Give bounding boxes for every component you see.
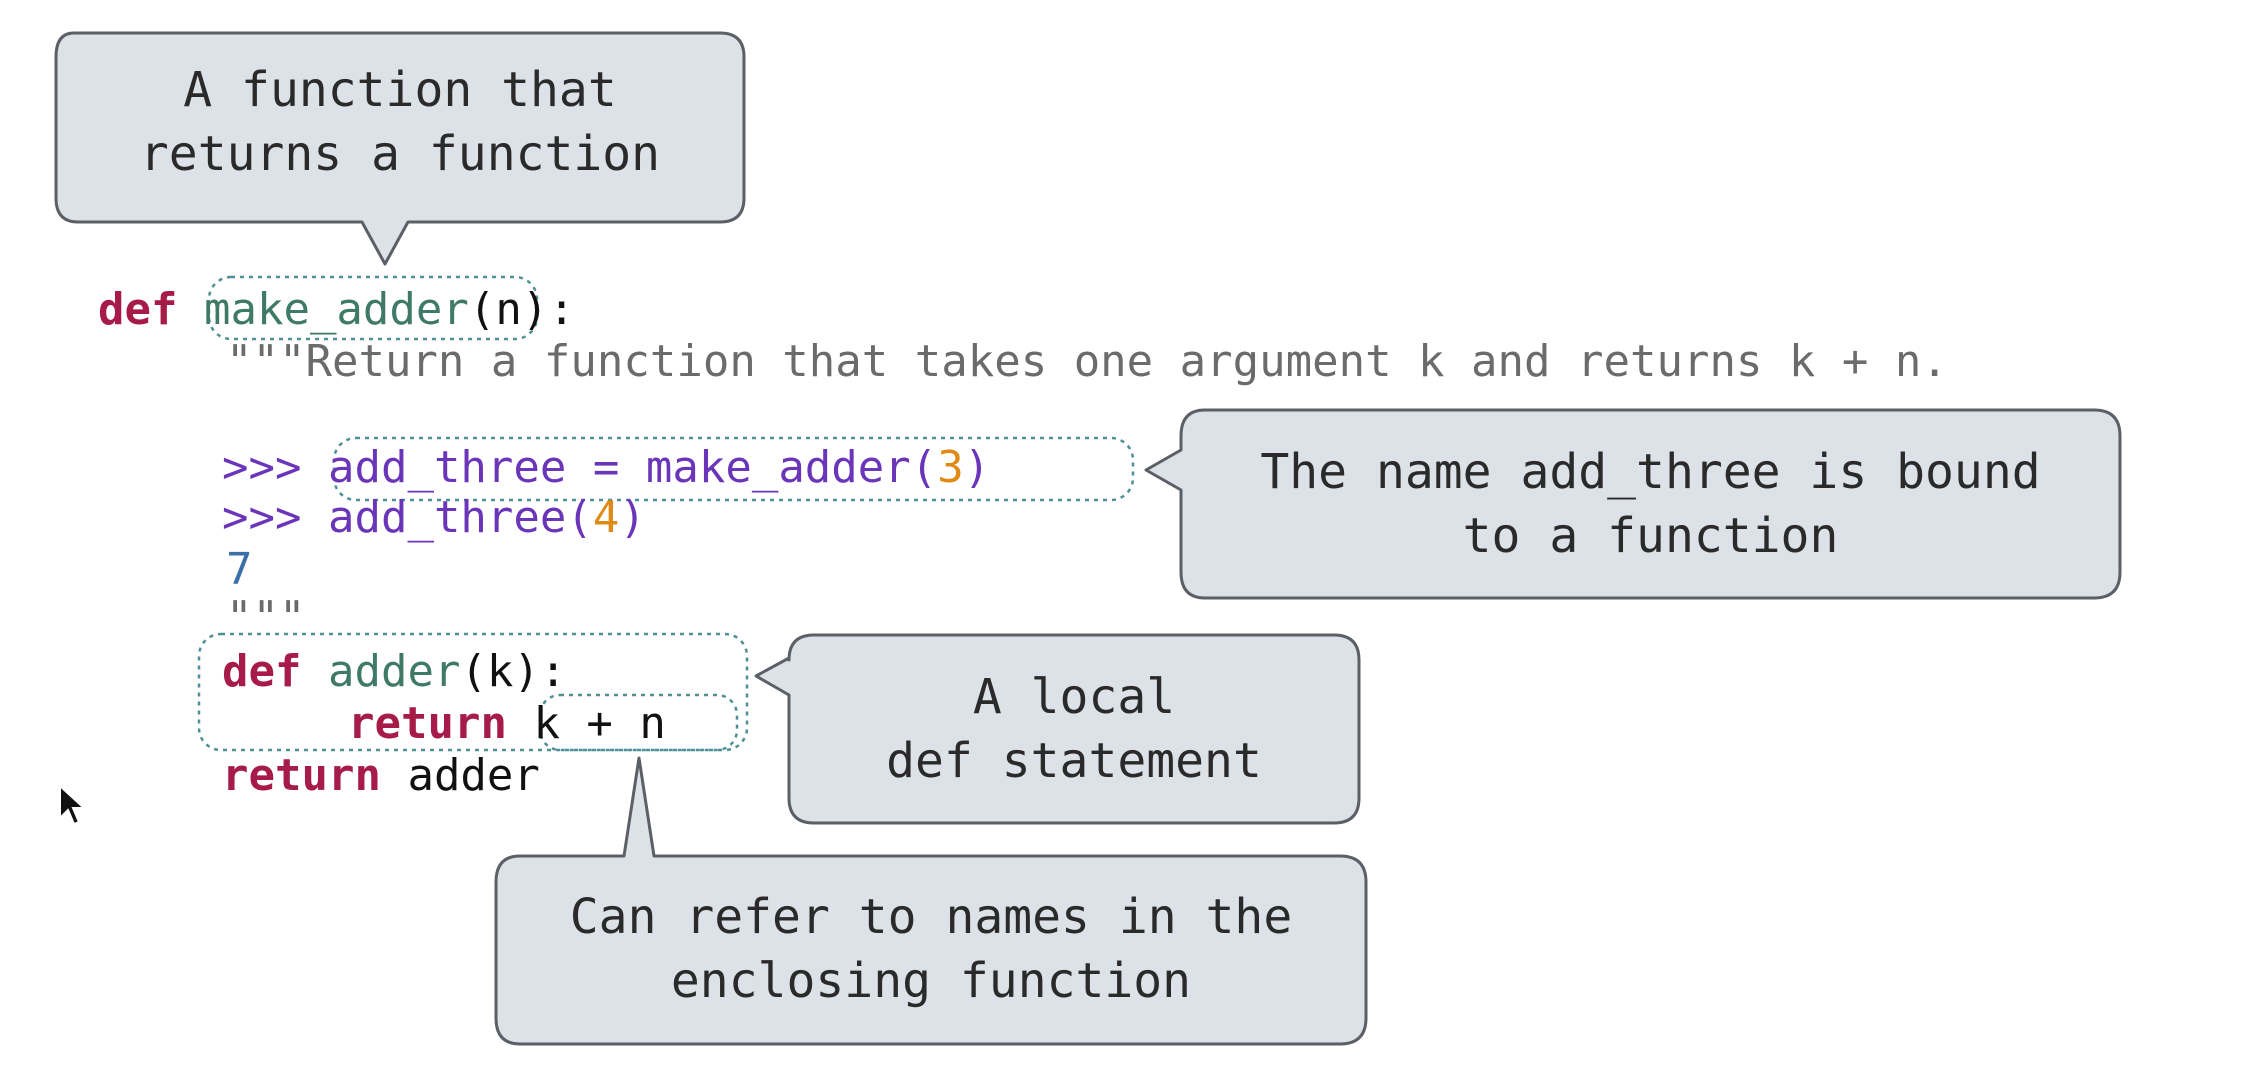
- mouse-pointer-icon: [59, 784, 87, 826]
- keyword-def: def: [222, 646, 302, 697]
- callout-local-text: A local def statement: [789, 665, 1359, 793]
- params-k: (k):: [460, 646, 567, 697]
- callout-bound-text-line: to a function: [1462, 508, 1839, 564]
- params-n: (n):: [468, 284, 575, 335]
- keyword-def: def: [98, 284, 178, 335]
- code-line-return-adder: return adder: [222, 750, 540, 802]
- callout-bubble-top: [54, 31, 746, 266]
- callout-bubble-local: [754, 633, 1361, 825]
- callout-bound-text-line: The name add_three is bound: [1260, 444, 2041, 500]
- callout-local-text-line: def statement: [886, 733, 1262, 789]
- docstring-end: """: [226, 592, 306, 643]
- callout-top-text: A function that returns a function: [56, 58, 744, 186]
- highlight-make-adder: [207, 275, 539, 341]
- doctest-expr: add_three = make_adder(: [327, 442, 938, 493]
- callout-top-text-line: A function that: [183, 62, 617, 118]
- code-line-output: 7: [226, 544, 253, 596]
- highlight-adder-def: [197, 632, 749, 752]
- callout-refer-text-line: enclosing function: [670, 953, 1192, 1009]
- function-name-adder: adder: [327, 646, 461, 697]
- code-line-def-adder: def adder(k):: [222, 646, 566, 698]
- code-line-doctest-call: >>> add_three(4): [222, 492, 646, 544]
- callout-local-text-line: A local: [972, 669, 1176, 725]
- code-line-doctest-assign: >>> add_three = make_adder(3): [222, 442, 990, 494]
- code-line-docstring: """Return a function that takes one argu…: [226, 336, 1948, 388]
- callout-refer-text-line: Can refer to names in the: [569, 889, 1293, 945]
- callout-bound-text: The name add_three is bound to a functio…: [1181, 440, 2120, 568]
- highlight-assignment: [332, 436, 1135, 502]
- code-line-def-make-adder: def make_adder(n):: [98, 284, 575, 336]
- doctest-expr-close: ): [963, 442, 991, 493]
- doctest-output: 7: [226, 544, 253, 595]
- return-expression: k + n: [533, 698, 666, 749]
- code-line-return-expr: return k + n: [348, 698, 666, 750]
- number-literal: 4: [592, 492, 620, 543]
- callout-refer-text: Can refer to names in the enclosing func…: [496, 885, 1366, 1013]
- callout-bubble-bound: [1144, 408, 2122, 600]
- keyword-return: return: [222, 750, 381, 801]
- return-value: adder: [407, 750, 540, 801]
- docstring-text: """Return a function that takes one argu…: [226, 336, 1948, 387]
- doctest-prompt: >>>: [222, 492, 302, 543]
- callout-bubble-refer: [494, 756, 1368, 1046]
- keyword-return: return: [348, 698, 507, 749]
- code-line-docstring-end: """: [226, 592, 305, 644]
- doctest-prompt: >>>: [222, 442, 302, 493]
- function-name-make-adder: make_adder: [203, 284, 469, 335]
- callout-top-text-line: returns a function: [139, 126, 661, 182]
- number-literal: 3: [937, 442, 964, 493]
- doctest-expr-close: ): [619, 492, 646, 543]
- doctest-expr: add_three(: [327, 492, 593, 543]
